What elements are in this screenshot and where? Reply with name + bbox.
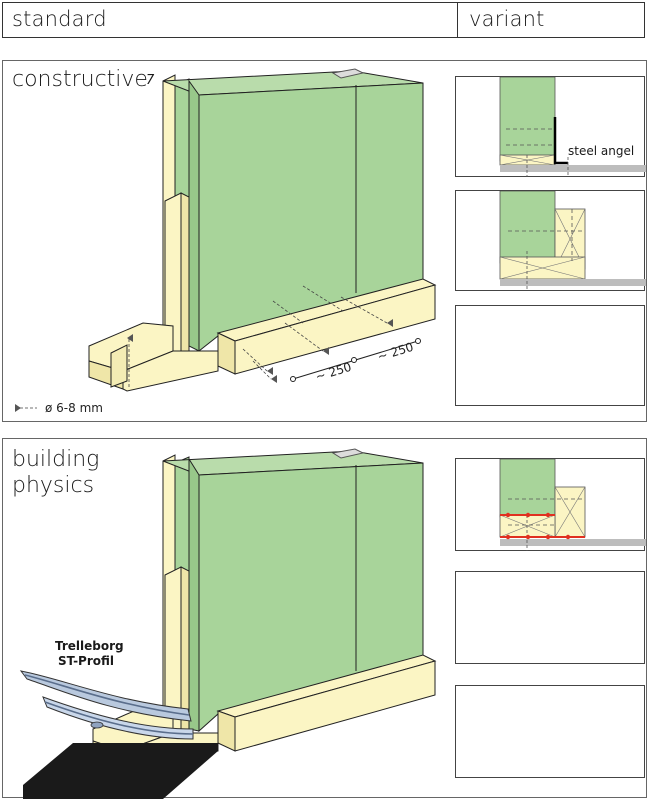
building-physics-title-1: building <box>12 447 100 472</box>
constructive-variant-3 <box>455 305 645 406</box>
building-physics-variant-1 <box>455 458 646 551</box>
sill-screws <box>242 285 388 380</box>
constructive-title: constructive <box>12 67 148 92</box>
screw-legend-text: ø 6-8 mm <box>45 401 103 415</box>
header-standard: standard <box>12 7 107 31</box>
constructive-footnote: 7 <box>146 73 155 88</box>
constructive-variant-2 <box>455 190 646 291</box>
trelleborg-profile <box>19 670 194 740</box>
profile-label-1: Trelleborg <box>55 639 124 653</box>
steel-angle-label: steel angel <box>568 144 635 158</box>
dimension-label-2: ~ 250 <box>376 340 415 364</box>
screw-legend-icon <box>15 404 37 412</box>
building-physics-drawing <box>19 448 437 799</box>
profile-label-2: ST-Profil <box>58 654 115 668</box>
constructive-drawing: ~ 250 ~ 250 ø 6-8 mm <box>15 68 437 415</box>
wall-assembly-bp <box>92 448 437 770</box>
building-physics-variant-3 <box>455 685 645 778</box>
constructive-variant-1: steel angel <box>455 76 646 177</box>
screw-heads <box>127 319 393 383</box>
dimension-line <box>290 338 421 382</box>
building-physics-title-2: physics <box>12 473 95 498</box>
building-physics-variant-2 <box>455 571 645 664</box>
header-row: standard variant <box>2 2 645 38</box>
dimension-label-1: ~ 250 <box>314 360 353 384</box>
header-variant: variant <box>469 7 545 31</box>
wall-assembly <box>88 68 437 392</box>
header-divider <box>457 3 458 37</box>
ground-shadow <box>23 743 218 799</box>
